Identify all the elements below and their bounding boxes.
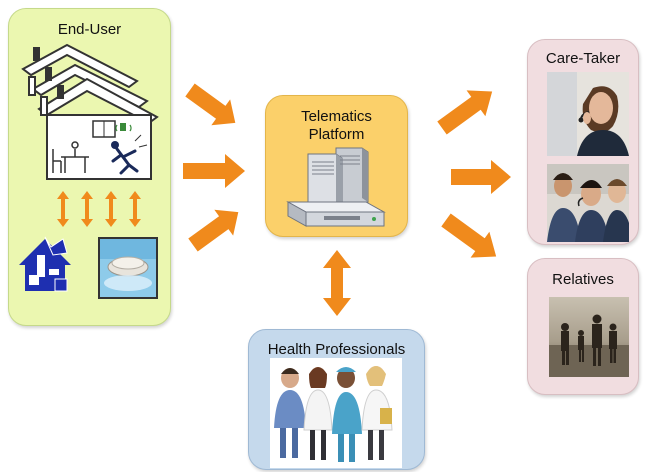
arrow-enduser-to-platform-bottom xyxy=(188,209,239,252)
care-taker-operator-photo xyxy=(547,72,629,156)
arrow-enduser-to-platform-middle xyxy=(183,154,245,188)
telematics-platform-box: Telematics Platform xyxy=(265,95,408,237)
telematics-title-line1: Telematics xyxy=(301,108,372,125)
arrow-platform-to-caretaker-top xyxy=(437,90,493,135)
home-automation-icon xyxy=(19,236,71,292)
health-professionals-photo xyxy=(270,358,402,468)
arrow-platform-health-bidirectional xyxy=(323,250,351,316)
care-taker-title: Care-Taker xyxy=(545,50,621,67)
health-title: Health Professionals xyxy=(267,341,406,358)
telematics-title-line2: Platform xyxy=(308,126,365,143)
health-professionals-box: Health Professionals xyxy=(248,329,425,470)
end-user-title: End-User xyxy=(57,21,122,38)
houses-illustration xyxy=(21,43,159,227)
relatives-title: Relatives xyxy=(552,271,614,288)
call-center-team-photo xyxy=(547,164,629,242)
relatives-box: Relatives xyxy=(527,258,639,395)
telematics-title: Telematics Platform xyxy=(266,108,407,144)
server-icon xyxy=(286,147,386,227)
arrow-platform-to-relatives xyxy=(441,213,497,258)
family-beach-photo xyxy=(549,297,629,377)
smoke-detector-image xyxy=(98,237,158,299)
arrow-platform-to-caretaker-middle xyxy=(451,160,511,194)
care-taker-box: Care-Taker xyxy=(527,39,639,245)
arrow-enduser-to-platform-top xyxy=(185,83,236,126)
end-user-box: End-User xyxy=(8,8,171,326)
